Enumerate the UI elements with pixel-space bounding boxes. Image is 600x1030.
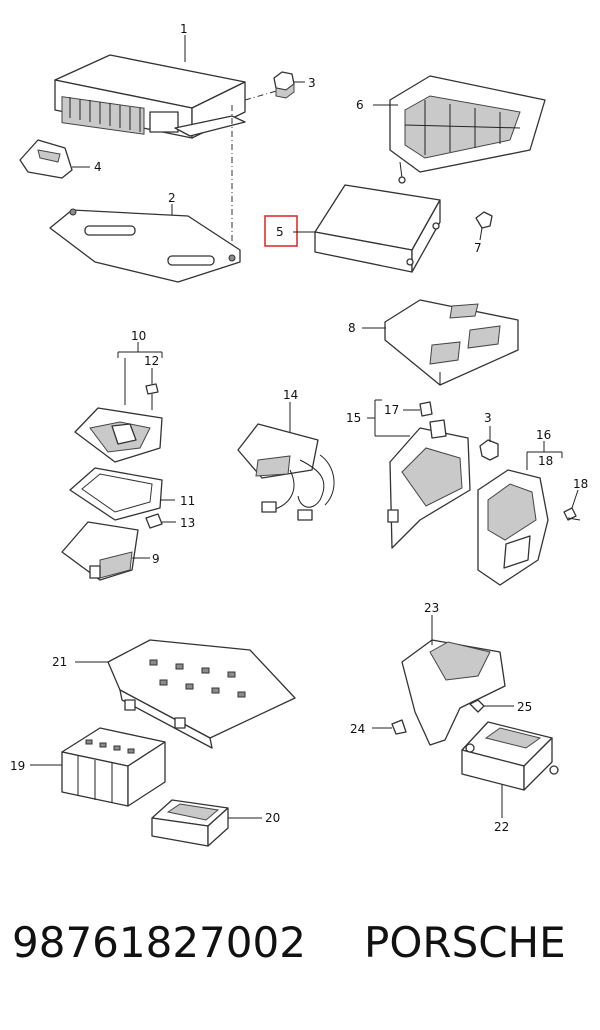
brand-name: PORSCHE — [364, 918, 566, 967]
part-18-screw — [563, 489, 581, 521]
callout-19: 19 — [10, 759, 25, 773]
footer: 98761827002 PORSCHE — [0, 918, 600, 998]
callout-3-top: 3 — [308, 76, 316, 90]
part-number: 98761827002 — [12, 918, 306, 967]
callout-14: 14 — [283, 388, 298, 402]
part-12-screw — [145, 368, 159, 410]
part-22-airbag-unit — [461, 721, 559, 818]
callout-8: 8 — [348, 321, 356, 335]
part-7-screw — [475, 211, 493, 241]
part-9-module — [61, 521, 150, 581]
part-1-control-unit — [54, 54, 246, 139]
callout-18: 18 — [573, 477, 588, 491]
group-16-bracket — [526, 441, 563, 470]
highlight-box-5 — [264, 215, 298, 247]
part-17-clip — [419, 401, 433, 417]
callout-15: 15 — [346, 411, 361, 425]
part-4-bracket — [19, 139, 90, 179]
part-15-module — [387, 419, 471, 549]
callout-12: 12 — [144, 354, 159, 368]
callout-21: 21 — [52, 655, 67, 669]
callout-9: 9 — [152, 552, 160, 566]
callout-22: 22 — [494, 820, 509, 834]
part-16-housing — [477, 469, 549, 586]
callout-11: 11 — [180, 494, 195, 508]
group-15-bracket — [367, 399, 410, 437]
callout-23: 23 — [424, 601, 439, 615]
callout-4: 4 — [94, 160, 102, 174]
callout-18-group: 18 — [538, 454, 553, 468]
callout-10: 10 — [131, 329, 146, 343]
part-3-nut — [273, 71, 305, 99]
part-6-holder — [389, 75, 546, 184]
part-5-control-unit — [314, 184, 441, 273]
parts-diagram: 1 3 4 2 6 — [10, 22, 588, 847]
callout-2: 2 — [168, 191, 176, 205]
callout-16: 16 — [536, 428, 551, 442]
part-3-nut-middle — [479, 426, 499, 461]
part-25-screw — [469, 699, 514, 713]
callout-24: 24 — [350, 722, 365, 736]
callout-5: 5 — [276, 225, 284, 239]
part-19-relay-box — [61, 727, 166, 807]
part-10-cover — [74, 407, 163, 463]
callout-25: 25 — [517, 700, 532, 714]
part-14-harness — [237, 402, 335, 521]
callout-1: 1 — [180, 22, 188, 36]
part-2-mounting-plate — [49, 208, 241, 283]
callout-17: 17 — [384, 403, 399, 417]
callout-7: 7 — [474, 241, 482, 255]
part-21-panel — [107, 639, 296, 749]
part-24-clip — [372, 719, 407, 735]
part-11-seal — [69, 467, 175, 521]
callout-13: 13 — [180, 516, 195, 530]
part-20-connector — [151, 799, 262, 847]
callout-3-middle: 3 — [484, 411, 492, 425]
callout-20: 20 — [265, 811, 280, 825]
part-13-clip — [145, 513, 176, 529]
callout-6: 6 — [356, 98, 364, 112]
group-10-bracket — [117, 342, 163, 405]
part-8-frame — [384, 299, 519, 386]
part-23-bracket — [401, 615, 506, 746]
